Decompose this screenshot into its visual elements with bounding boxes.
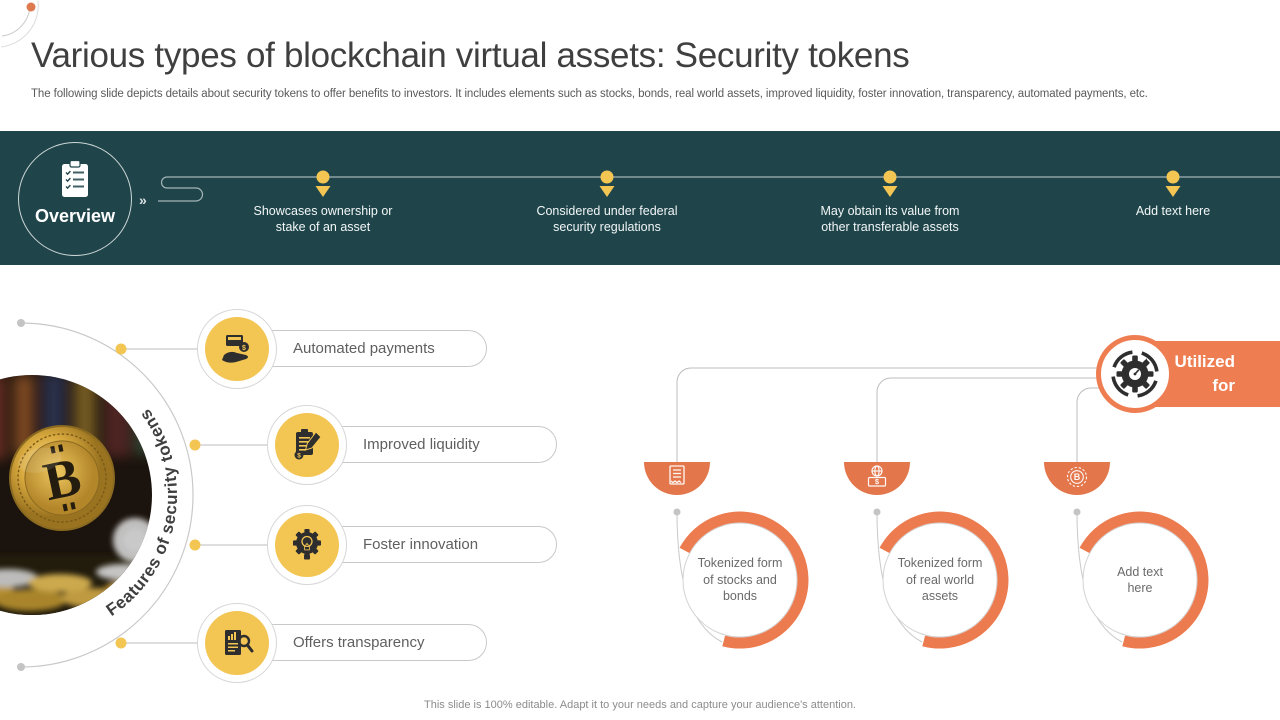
utilized-for-label: Utilized for (1174, 352, 1235, 395)
feature-icon-circle: $ (267, 405, 347, 485)
feature-label: Improved liquidity (363, 436, 480, 453)
feature-pill-foster-innovation: Foster innovation (312, 526, 557, 563)
utilized-item-text-2: Tokenized form of real world assets (897, 556, 983, 604)
clipboard-pencil-icon: $ (294, 429, 322, 460)
chart-magnifier-icon (225, 630, 254, 655)
arc-end-dot (17, 663, 25, 671)
utilized-item-text-3[interactable]: Add text here (1117, 564, 1163, 596)
feature-label: Foster innovation (363, 536, 479, 553)
ring-drop-dots (673, 508, 1081, 516)
svg-text:$: $ (297, 453, 301, 460)
svg-text:$: $ (875, 477, 880, 486)
feature-icon-circle: $ (197, 309, 277, 389)
feature-pill-improved-liquidity: Improved liquidity (312, 426, 557, 463)
arc-end-dot (17, 319, 25, 327)
feature-pill-automated-payments: Automated payments (242, 330, 487, 367)
bitcoin-coin: B (9, 425, 115, 531)
utilized-semicircles: $ B (644, 462, 1110, 495)
bitcoin-icon: B (1066, 466, 1088, 488)
svg-text:$: $ (242, 345, 246, 352)
footer-note: This slide is 100% editable. Adapt it to… (424, 699, 856, 711)
overview-banner (0, 131, 1280, 265)
milestone-label-1: Showcases ownership or stake of an asset (253, 204, 393, 235)
overview-label: Overview (34, 206, 116, 226)
clipboard-icon (62, 159, 88, 197)
bulb-gear-icon (293, 529, 321, 560)
gear-icon (1111, 350, 1159, 398)
feature-label: Automated payments (293, 340, 435, 357)
bitcoin-photo: B (0, 375, 152, 615)
svg-text:B: B (38, 446, 86, 512)
utilized-item-text-1: Tokenized form of stocks and bonds (697, 556, 783, 604)
payment-hand-icon: $ (222, 335, 249, 363)
milestone-label-2: Considered under federal security regula… (536, 204, 678, 235)
overview-circle (18, 142, 132, 256)
page-title: Various types of blockchain virtual asse… (31, 36, 910, 75)
feature-pill-offers-transparency: Offers transparency (242, 624, 487, 661)
milestone-label-4[interactable]: Add text here (1135, 204, 1211, 218)
feature-connectors (121, 348, 280, 644)
svg-text:B: B (1074, 472, 1081, 482)
feature-label: Offers transparency (293, 634, 425, 651)
chevron-right-icon: » (139, 192, 147, 208)
feature-icon-circle (267, 505, 347, 585)
bank-globe-icon: $ (867, 465, 887, 487)
page-subtitle: The following slide depicts details abou… (31, 88, 1148, 100)
milestone-label-3: May obtain its value from other transfer… (820, 204, 960, 235)
features-arc (20, 322, 194, 668)
feature-icon-circle (197, 603, 277, 683)
utilized-gear-circle (1096, 335, 1174, 413)
features-curved-label: Features of security tokens (103, 405, 181, 620)
utilized-connectors (676, 367, 1135, 462)
invoice-icon (669, 465, 685, 485)
feature-arc-dots (115, 343, 201, 649)
